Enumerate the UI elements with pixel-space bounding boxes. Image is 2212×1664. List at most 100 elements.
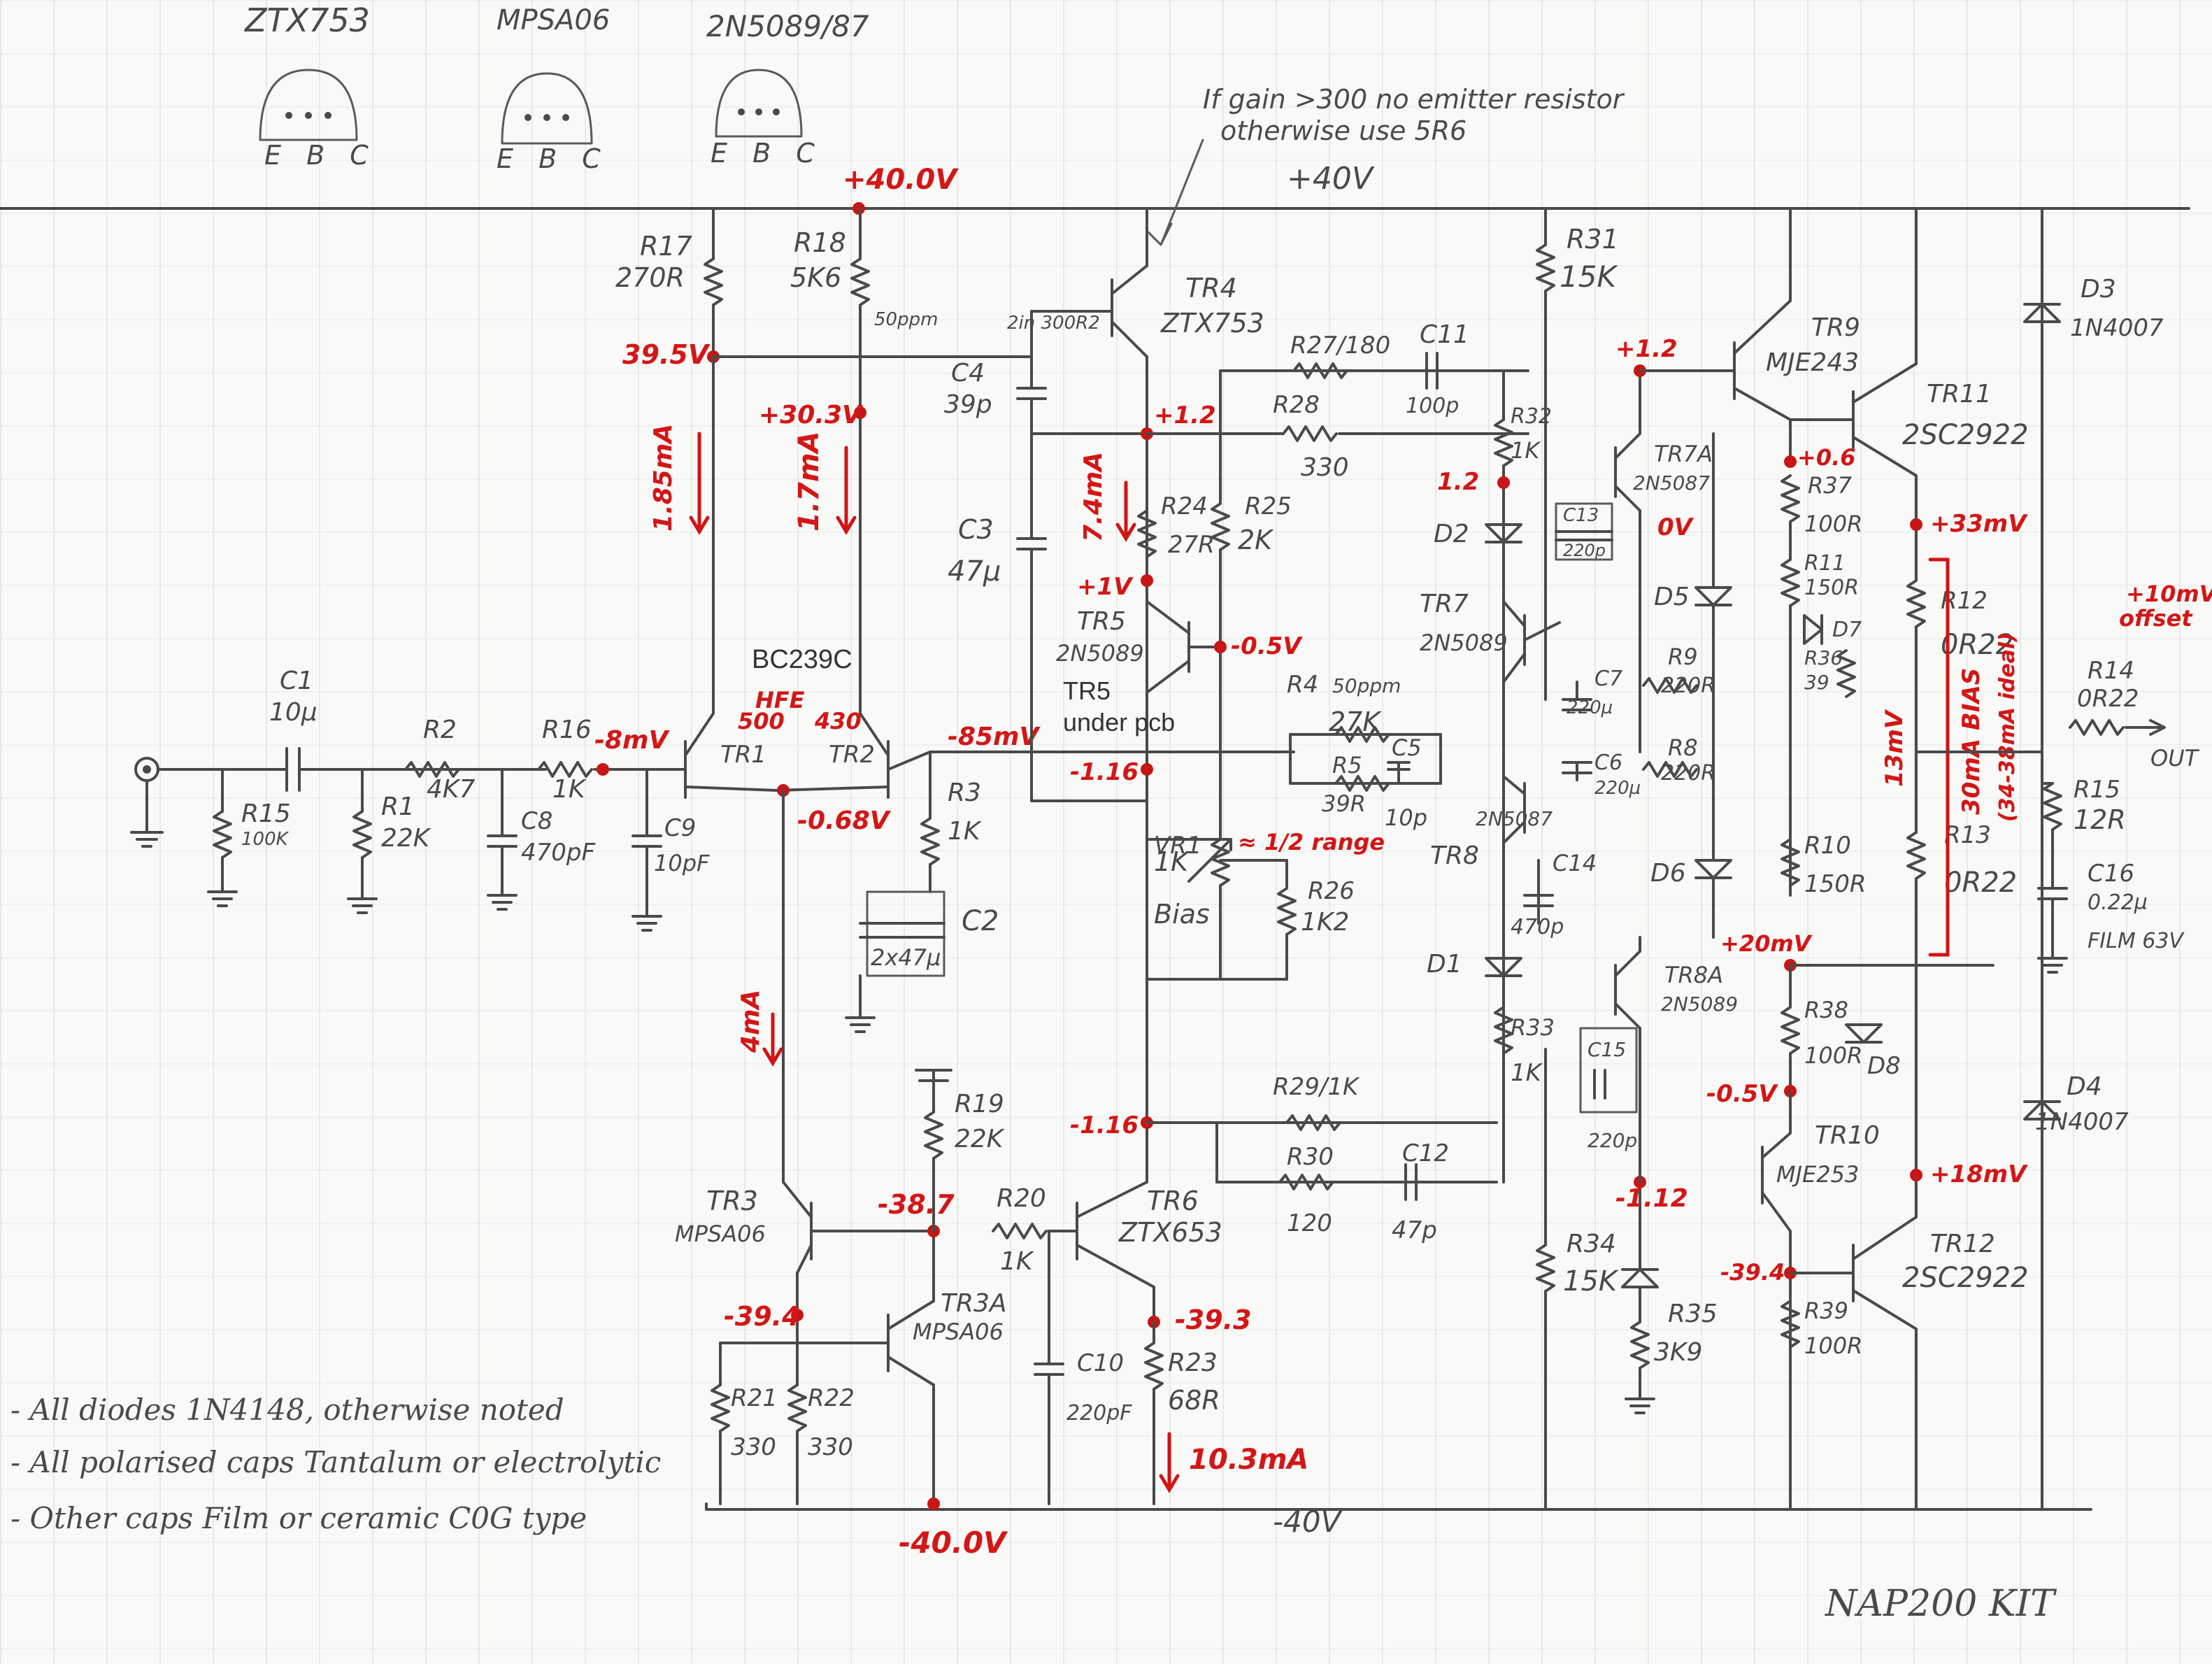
v-12: 1.2 [1437, 468, 1479, 496]
r29-ref: R29/1K [1273, 1073, 1360, 1101]
bias-ideal: (34-38mA ideal) [1995, 632, 2020, 822]
v-m116b: -1.16 [1070, 1111, 1139, 1139]
vr1-ref: VR1 [1154, 832, 1202, 860]
r38-ref: R38 [1804, 997, 1848, 1023]
tr5-printed-note: under pcb [1063, 708, 1175, 737]
tr4-note: If gain >300 no emitter resistor otherwi… [843, 84, 1625, 246]
v-m05a: -0.5V [1231, 632, 1303, 660]
r21-value: 330 [731, 1433, 776, 1461]
r26-ref: R26 [1308, 877, 1355, 905]
pinout-pins-label: E B C [711, 138, 823, 169]
vr1-value: 1K [1154, 846, 1190, 877]
r-note: 2in 300R2 [1007, 313, 1100, 334]
r22-ref: R22 [808, 1384, 855, 1412]
v-30-3: +30.3V [759, 401, 864, 429]
r19-ref: R19 [955, 1090, 1004, 1118]
r8-value: 220R [1661, 761, 1715, 785]
d5-ref: D5 [1654, 583, 1690, 611]
r39-value: 100R [1804, 1332, 1862, 1359]
notes: - All diodes 1N4148, otherwise noted - A… [10, 1393, 2057, 1625]
r15b-ref: R15 [2074, 776, 2120, 804]
pinout-2n5089: 2N5089/87 E B C [706, 9, 869, 169]
pinout-pins-label: E B C [264, 140, 377, 171]
r9-value: 220R [1661, 674, 1715, 698]
v-m394b: -39.4 [1720, 1259, 1785, 1286]
tr3a-type: MPSA06 [913, 1318, 1004, 1345]
v-13: 13mV [1881, 709, 1908, 787]
tr3-type: MPSA06 [675, 1221, 766, 1247]
r5-ref: R5 [1332, 752, 1362, 778]
r33-ref: R33 [1511, 1014, 1555, 1041]
r9-ref: R9 [1668, 643, 1698, 670]
r35-value: 3K9 [1654, 1338, 1702, 1367]
v-plus06: +0.6 [1797, 444, 1856, 471]
rails [0, 207, 2190, 1511]
tr4-type: ZTX753 [1160, 308, 1264, 339]
r39-ref: R39 [1804, 1297, 1848, 1324]
c11-value: 100p [1406, 394, 1459, 418]
r13-value: 0R22 [1944, 867, 2017, 899]
r34-ref: R34 [1567, 1230, 1616, 1258]
r2-ref: R2 [423, 716, 457, 744]
v-m068: -0.68V [797, 806, 892, 835]
driver-stage: R31 15K R32 1K 1.2 D2 TR7 2N5089 TR8 2N5… [1420, 207, 1738, 1511]
half-range: ≈ 1/2 range [1238, 829, 1385, 855]
r30-value: 120 [1287, 1209, 1332, 1237]
r2-value: 4K7 [427, 775, 476, 804]
rail-neg-measured: -40.0V [899, 1526, 1008, 1560]
tr8a-type: 2N5089 [1661, 993, 1738, 1016]
v-m393: -39.3 [1175, 1304, 1252, 1335]
c1-value: 10µ [269, 698, 317, 727]
r38-value: 100R [1804, 1042, 1862, 1069]
d2-ref: D2 [1434, 520, 1469, 548]
c4-ref: C4 [951, 359, 985, 387]
r24-ref: R24 [1161, 492, 1208, 520]
pinout-pins-label: E B C [497, 143, 609, 174]
c8-value: 470pF [521, 839, 595, 867]
bias-label: 30mA BIAS [1957, 668, 1985, 815]
c7-ref: C7 [1594, 667, 1622, 691]
d8-ref: D8 [1867, 1052, 1901, 1080]
d1-ref: D1 [1427, 950, 1462, 979]
output-stage: TR9 MJE243 +0.6 R37 100R R11 150R D7 R36… [1639, 207, 2212, 1511]
c10-value: 220pF [1066, 1401, 1132, 1425]
c11-ref: C11 [1420, 320, 1469, 349]
c3-ref: C3 [958, 514, 994, 545]
r18-ref: R18 [794, 227, 846, 258]
i-4: 4mA [736, 990, 765, 1053]
v-m05b: -0.5V [1706, 1080, 1778, 1108]
r11-value: 150R [1804, 576, 1859, 600]
c15-ref: C15 [1587, 1038, 1626, 1061]
c2-value: 2x47µ [871, 944, 941, 971]
r23-ref: R23 [1168, 1349, 1218, 1377]
r22-value: 330 [808, 1433, 853, 1461]
r3-ref: R3 [948, 778, 981, 807]
r13-ref: R13 [1944, 821, 1991, 849]
r3-value: 1K [948, 817, 982, 846]
r31-ref: R31 [1567, 224, 1619, 255]
r19-value: 22K [955, 1125, 1005, 1153]
v-m8: -8mV [594, 726, 671, 755]
tr4-note-line1: If gain >300 no emitter resistor [1203, 84, 1625, 115]
tr7a-ref: TR7A [1654, 441, 1713, 467]
v-plus12a: +1.2 [1154, 401, 1216, 429]
tr12-ref: TR12 [1930, 1230, 1995, 1258]
r21-ref: R21 [731, 1384, 778, 1412]
r4-ref: R4 [1287, 671, 1318, 699]
c5-value: 10p [1385, 804, 1427, 831]
rail-pos-label: +40V [1287, 161, 1375, 197]
r26-value: 1K2 [1301, 908, 1349, 937]
c15-value: 220p [1587, 1129, 1637, 1152]
i-185: 1.85mA [649, 424, 678, 532]
r17-value: 270R [615, 262, 685, 293]
r23-value: 68R [1168, 1385, 1220, 1416]
r35-ref: R35 [1668, 1300, 1718, 1328]
r4-value: 27K [1329, 706, 1382, 737]
v-offset-2: offset [2119, 605, 2193, 632]
r11-ref: R11 [1804, 551, 1846, 576]
tr6-type: ZTX653 [1118, 1217, 1222, 1248]
v-39-5: 39.5V [622, 339, 711, 370]
r4-ppm: 50ppm [1332, 674, 1401, 697]
c7-value: 220µ [1567, 697, 1613, 718]
